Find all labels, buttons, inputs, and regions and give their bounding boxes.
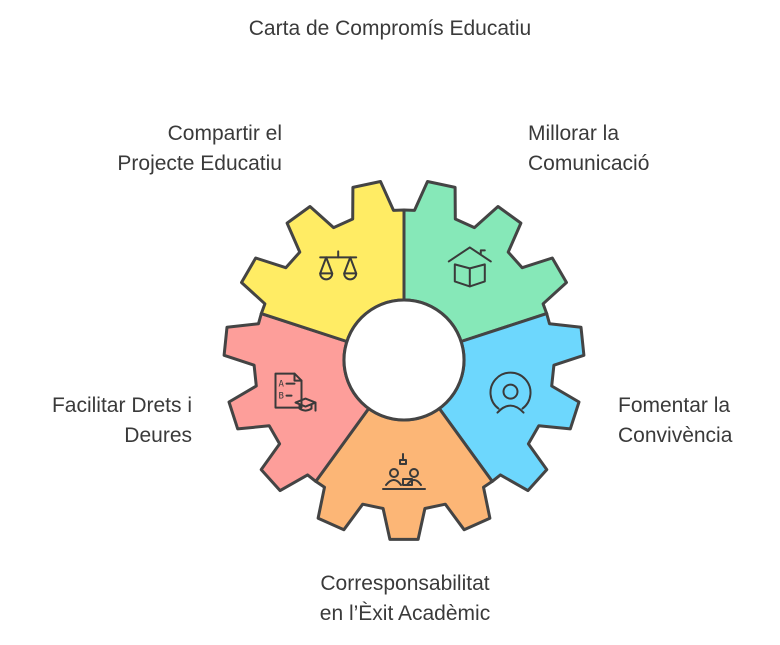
label-fomentar: Fomentar la Convivència [618, 391, 732, 451]
label-line: Deures [124, 424, 192, 447]
gear-center-hole [342, 298, 466, 422]
label-millorar: Millorar la Comunicació [528, 119, 649, 179]
label-line: Millorar la [528, 122, 620, 145]
label-line: en l’Èxit Acadèmic [319, 602, 491, 625]
label-line: Compartir el [167, 122, 282, 145]
meeting-desk-icon [382, 453, 426, 490]
label-line: Fomentar la [618, 394, 731, 417]
label-line: Comunicació [528, 152, 650, 175]
svg-text:A: A [279, 380, 285, 390]
diagram-title: Carta de Compromís Educatiu [248, 17, 532, 40]
house-book-icon [447, 246, 492, 288]
label-corresponsabilitat: Corresponsabilitat en l’Èxit Acadèmic [250, 569, 560, 629]
label-line: Convivència [618, 424, 733, 447]
label-line: Facilitar Drets i [51, 394, 192, 417]
label-facilitar: Facilitar Drets i Deures [52, 391, 192, 451]
svg-text:B: B [279, 392, 284, 402]
label-compartir: Compartir el Projecte Educatiu [117, 119, 282, 179]
test-graduation-icon: AB [274, 372, 317, 412]
user-circle-icon [489, 371, 532, 414]
label-line: Corresponsabilitat [320, 572, 490, 595]
scales-icon [319, 250, 358, 281]
label-line: Projecte Educatiu [117, 152, 282, 175]
